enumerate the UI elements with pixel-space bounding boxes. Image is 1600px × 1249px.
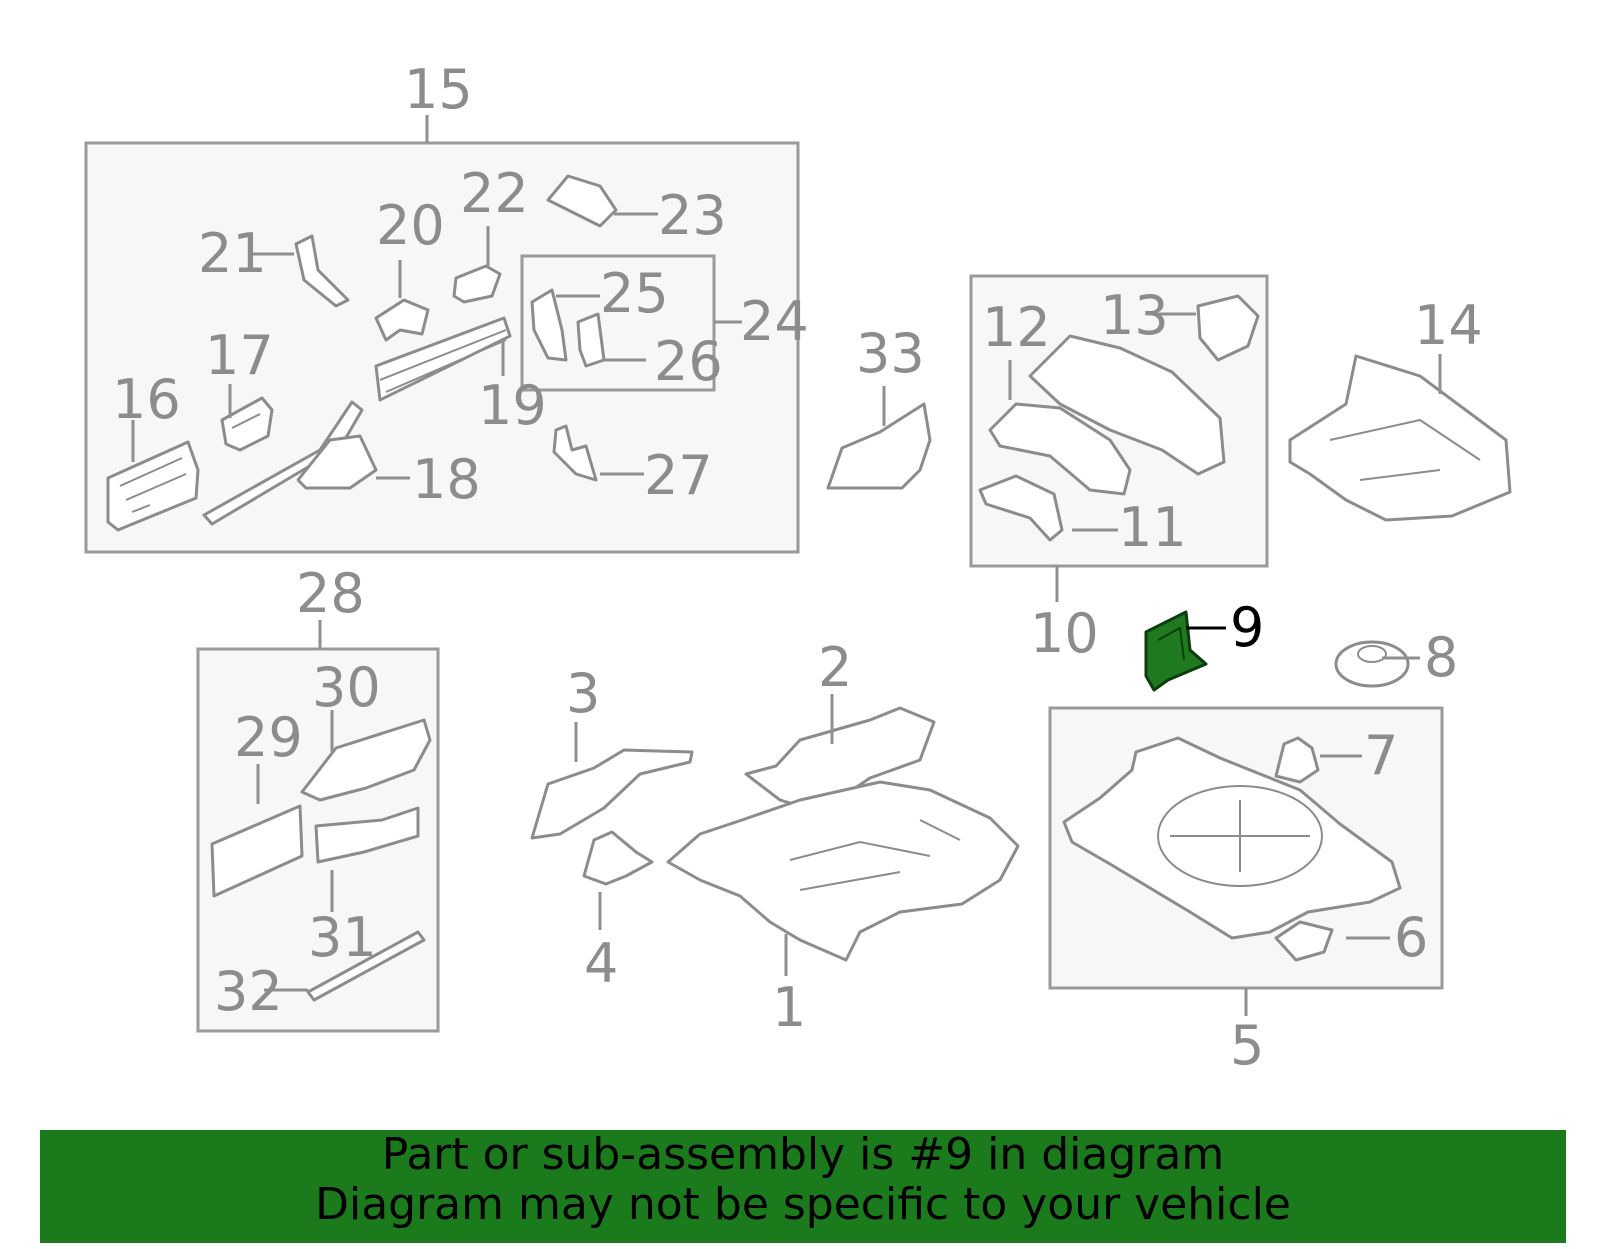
callout-26: 26	[654, 330, 723, 393]
callout-33: 33	[856, 322, 925, 385]
callout-16: 16	[112, 368, 181, 431]
part-20-drawing	[374, 298, 430, 342]
part-29-drawing	[210, 804, 304, 898]
part-16-drawing	[106, 440, 200, 532]
info-banner: Part or sub-assembly is #9 in diagram Di…	[40, 1130, 1566, 1243]
callout-20: 20	[376, 194, 445, 257]
part-27-drawing	[552, 424, 598, 482]
callout-6: 6	[1394, 906, 1428, 969]
info-banner-line-1: Part or sub-assembly is #9 in diagram	[381, 1129, 1225, 1180]
callout-7: 7	[1364, 724, 1398, 787]
part-7-drawing	[1274, 736, 1320, 784]
callout-3: 3	[566, 662, 600, 725]
callout-30: 30	[312, 656, 381, 719]
callout-18: 18	[412, 448, 481, 511]
part-11-drawing	[978, 474, 1064, 542]
part-10-floor-drawing	[1028, 334, 1226, 476]
part-8-drawing	[1334, 640, 1410, 688]
part-1-drawing	[666, 780, 1020, 962]
part-32-drawing	[306, 930, 426, 1002]
part-5-drawing	[1062, 736, 1402, 940]
callout-22: 22	[460, 162, 529, 225]
callout-13: 13	[1100, 284, 1169, 347]
callout-arrows	[131, 212, 1442, 992]
callout-24: 24	[740, 290, 809, 353]
callout-5: 5	[1230, 1014, 1264, 1077]
callout-27: 27	[644, 444, 713, 507]
part-25-drawing	[530, 288, 568, 362]
callout-12: 12	[982, 296, 1051, 359]
part-26-drawing	[576, 312, 606, 368]
callout-19: 19	[478, 374, 547, 437]
callout-21: 21	[198, 222, 267, 285]
part-3-drawing	[530, 748, 694, 840]
part-17-drawing	[220, 396, 274, 452]
callout-31: 31	[308, 906, 377, 969]
callout-17: 17	[205, 324, 274, 387]
callout-4: 4	[584, 932, 618, 995]
callout-25: 25	[600, 262, 669, 325]
part-33-drawing	[826, 402, 932, 490]
callout-32: 32	[214, 960, 283, 1023]
callout-11: 11	[1118, 496, 1187, 559]
part-22-drawing	[452, 264, 502, 304]
callout-15: 15	[404, 58, 473, 121]
callout-28: 28	[296, 562, 365, 625]
part-4-drawing	[582, 830, 654, 886]
part-12-drawing	[988, 402, 1132, 496]
callout-29: 29	[234, 706, 303, 769]
part-6-drawing	[1274, 920, 1334, 962]
callout-10: 10	[1030, 602, 1099, 665]
callout-9: 9	[1230, 596, 1264, 659]
part-30-drawing	[300, 718, 432, 802]
callout-14: 14	[1414, 294, 1483, 357]
part-18-drawing	[296, 434, 378, 490]
info-banner-line-2: Diagram may not be specific to your vehi…	[315, 1179, 1291, 1230]
part-31-drawing	[314, 806, 420, 864]
part-14-drawing	[1288, 354, 1512, 522]
part-21-drawing	[294, 234, 350, 308]
part-13-drawing	[1196, 294, 1260, 362]
callout-1: 1	[772, 976, 806, 1039]
callout-8: 8	[1424, 626, 1458, 689]
part-23-drawing	[546, 174, 618, 228]
part-9-drawing	[1144, 610, 1208, 692]
part-rail-drawing	[202, 316, 512, 526]
callout-23: 23	[658, 184, 727, 247]
callout-2: 2	[818, 636, 852, 699]
